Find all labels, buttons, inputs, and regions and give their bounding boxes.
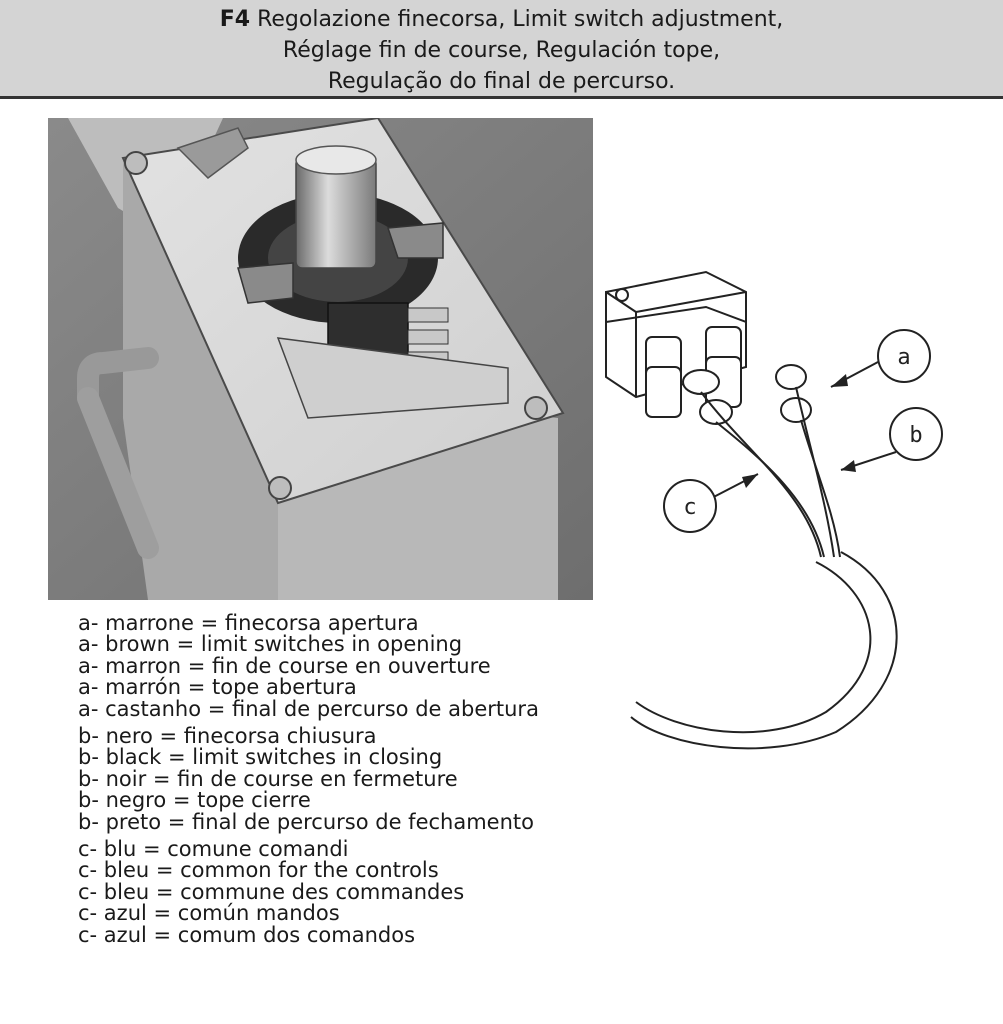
callout-b-circle [889, 407, 943, 461]
callout-b-label: b [909, 423, 922, 448]
section-code: F4 [219, 7, 251, 32]
legend-line: b- black = limit switches in closing [78, 745, 443, 770]
section-header: F4 Regolazione finecorsa, Limit switch a… [0, 0, 1003, 99]
legend-group-a: a- marrone = finecorsa apertura a- brown… [78, 611, 678, 721]
callout-c-circle [663, 479, 717, 533]
legend-group-c: c- blu = comune comandi c- bleu = common… [78, 837, 678, 947]
connector-diagram: a b c [605, 270, 943, 750]
legend-line: a- marron = fin de course en ouverture [78, 653, 491, 678]
legend-line: c- azul = comum dos comandos [78, 922, 416, 947]
header-line-3: Regulação do final de percurso. [327, 69, 676, 94]
legend-line: a- marrón = tope abertura [78, 675, 357, 700]
legend-line: c- bleu = commune des commandes [78, 879, 465, 904]
header-line-2: Réglage fin de course, Regulación tope, [282, 38, 721, 63]
legend-line: c- blu = comune comandi [78, 837, 349, 862]
legend-line: b- noir = fin de course en fermeture [78, 766, 458, 791]
legend-line: b- negro = tope cierre [78, 788, 311, 813]
legend-line: a- brown = limit switches in opening [78, 632, 463, 657]
legend-line: c- bleu = common for the controls [78, 858, 439, 883]
legend-line: b- nero = finecorsa chiusura [78, 724, 377, 749]
wire-legend: a- marrone = finecorsa apertura a- brown… [78, 611, 678, 952]
legend-line: b- preto = final de percurso de fechamen… [78, 809, 534, 834]
callout-c-label: c [683, 495, 696, 520]
callout-a-label: a [897, 345, 910, 370]
legend-line: a- castanho = final de percurso de abert… [78, 696, 539, 721]
callout-a-circle [877, 329, 931, 383]
header-line-1: F4 Regolazione finecorsa, Limit switch a… [0, 4, 1003, 35]
legend-group-b: b- nero = finecorsa chiusura b- black = … [78, 724, 678, 834]
legend-line: a- marrone = finecorsa apertura [78, 611, 419, 635]
header-title-1: Regolazione finecorsa, Limit switch adju… [250, 7, 784, 32]
legend-line: c- azul = común mandos [78, 901, 340, 926]
actuator-illustration [48, 118, 593, 600]
